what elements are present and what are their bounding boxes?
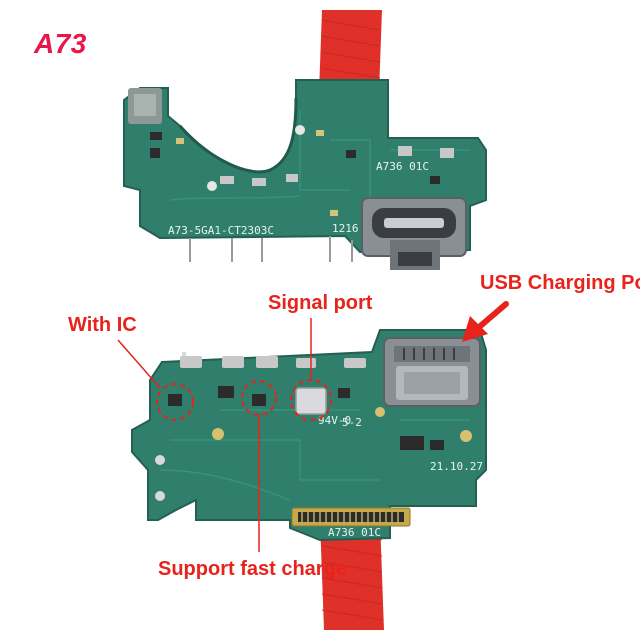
annotation-leaders (117, 318, 312, 552)
bottom-ics (168, 386, 444, 450)
with-ic-circle (156, 383, 194, 421)
bottom-silk-rev: 5-2 (342, 416, 362, 429)
with-ic-label: With IC (68, 314, 137, 336)
fpc-connector (291, 507, 411, 527)
bottom-silk-grade: 94V-0 (318, 414, 351, 427)
usb-arrow (462, 301, 509, 342)
model-title: A73 (34, 28, 87, 59)
top-smd-components (150, 130, 454, 216)
top-silk-part: A73-5GA1-CT2303C (168, 224, 274, 237)
bottom-flex-cable (320, 520, 384, 630)
top-silk-code: 1216 (332, 222, 359, 235)
support-fast-charge-label: Support fast charge (158, 558, 347, 580)
bottom-silk-date: 21.10.27 (430, 460, 483, 473)
signal-port-label: Signal port (268, 292, 373, 314)
bottom-top-sockets (180, 356, 366, 368)
usb-charging-port-label: USB Charging Port (480, 272, 640, 294)
top-silk-model: A736 01C (376, 160, 429, 173)
top-pins (189, 236, 353, 262)
fast-charge-circle (241, 380, 277, 416)
bottom-pads (212, 407, 472, 442)
mount-hole (205, 179, 219, 193)
bottom-silk-model: A736 01C (328, 526, 381, 539)
top-usb-c-port (361, 197, 467, 270)
bottom-usb-c-port (383, 337, 481, 407)
signal-port-component (295, 387, 327, 415)
